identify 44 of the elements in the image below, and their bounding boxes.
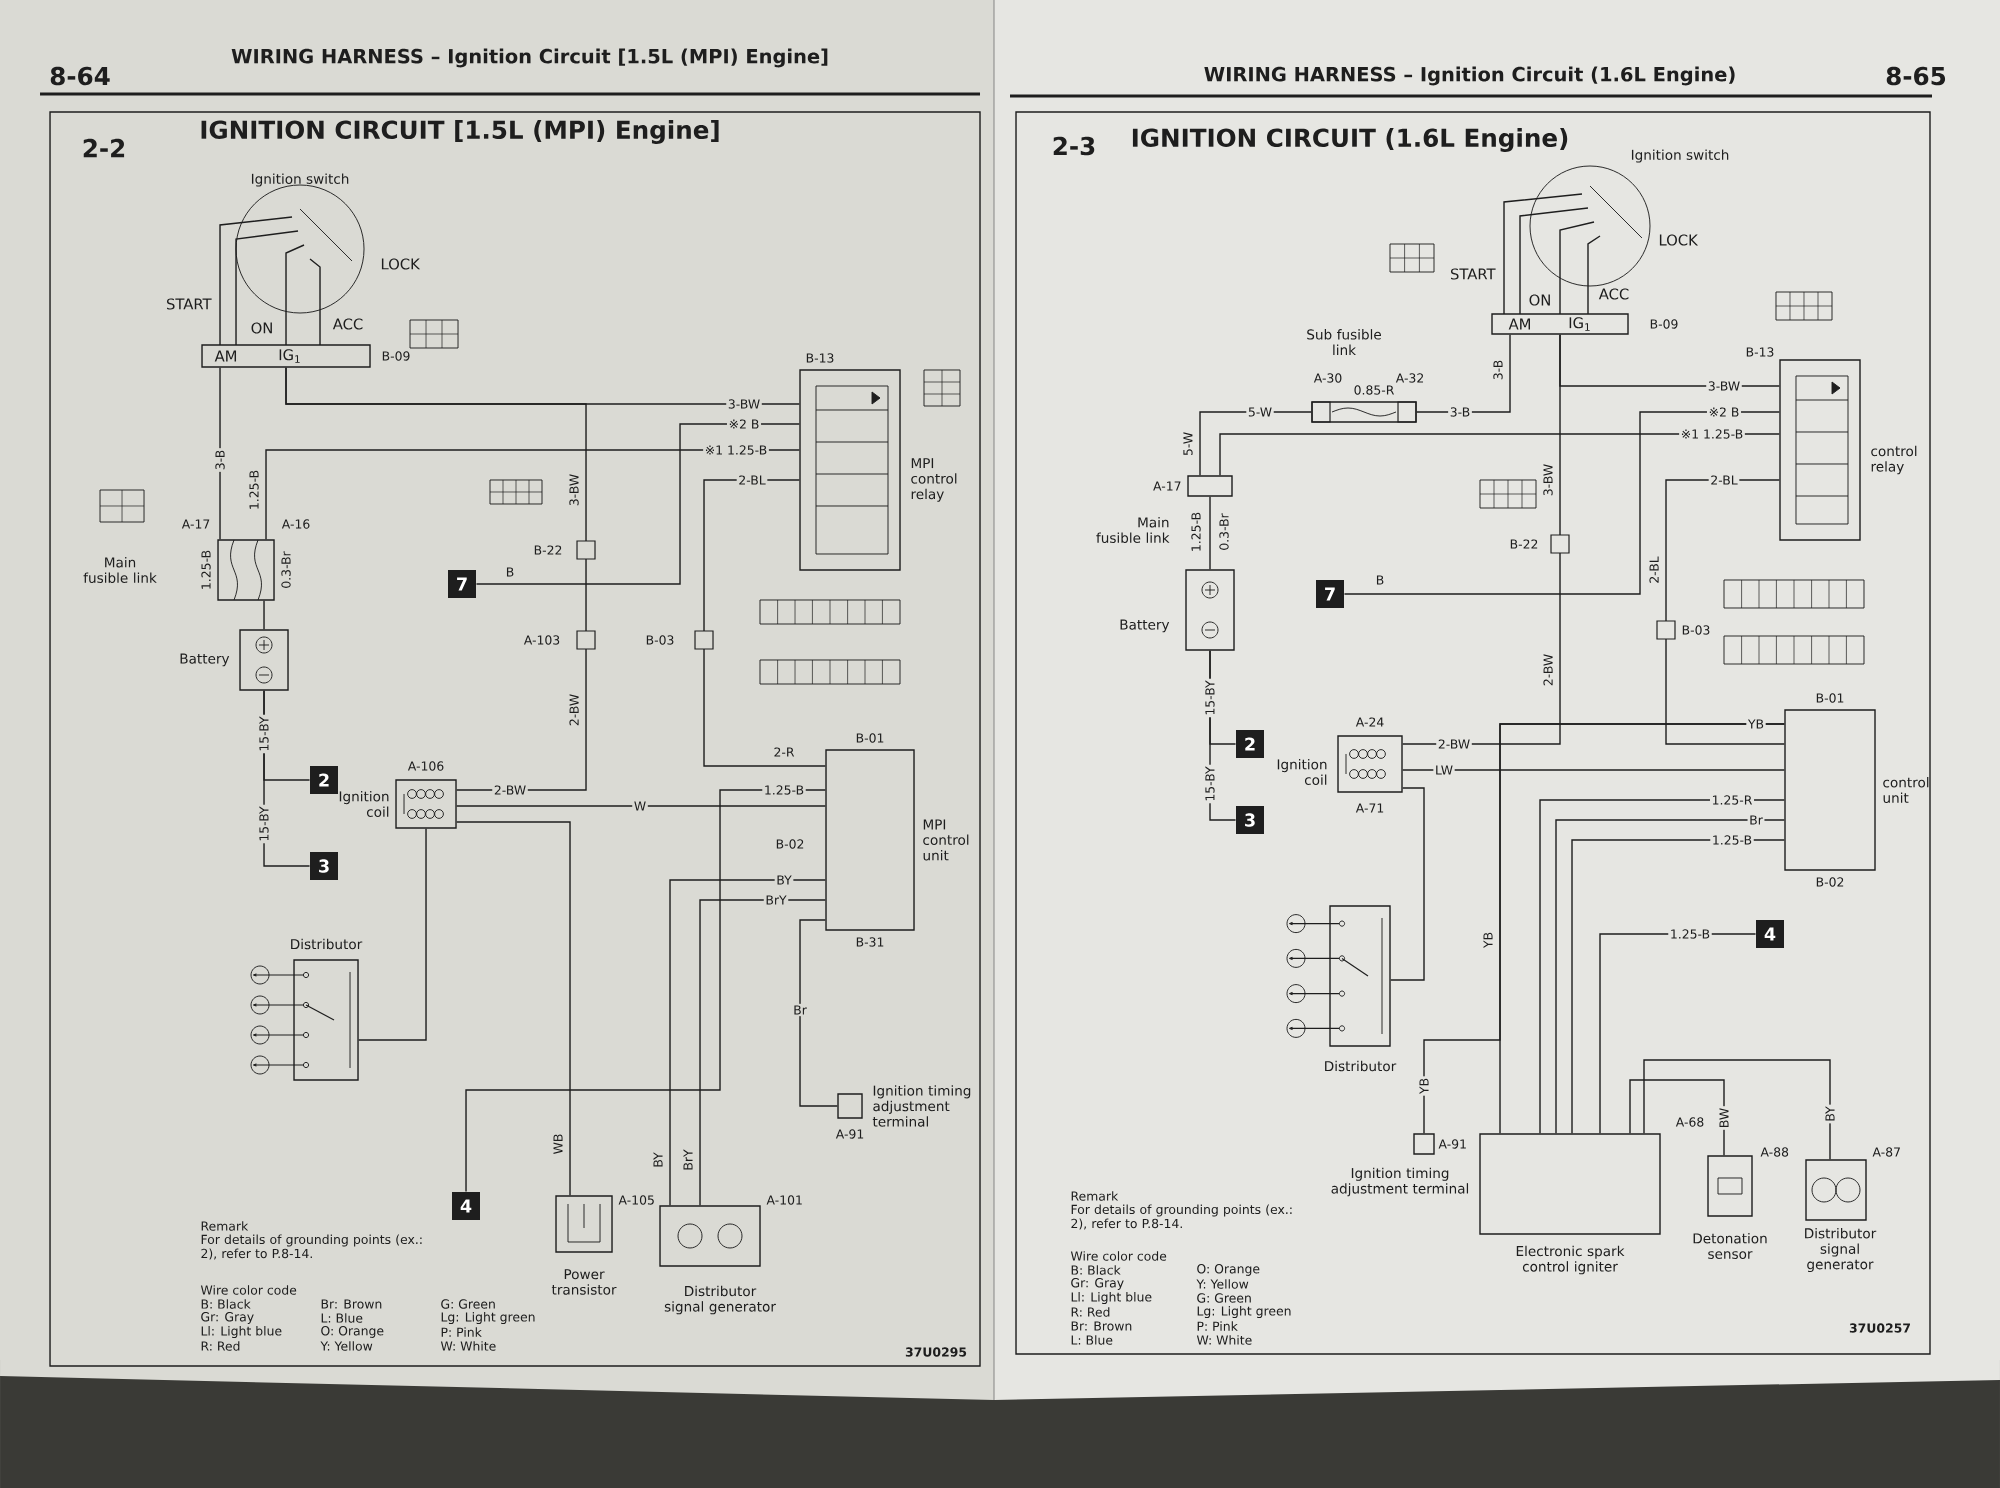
wire	[263, 600, 265, 630]
wire	[475, 423, 800, 585]
wire	[1402, 334, 1561, 745]
ground-number: 4	[1756, 920, 1784, 948]
wire	[465, 789, 826, 1193]
wire	[799, 919, 838, 1107]
running-header: WIRING HARNESS – Ignition Circuit [1.5L (MPI) Engine]	[231, 48, 828, 68]
ground-number: 2	[1236, 730, 1264, 758]
section-title: IGNITION CIRCUIT (1.6L Engine)	[1132, 128, 1568, 152]
wire	[1219, 433, 1780, 476]
wire	[358, 828, 427, 1041]
wire	[263, 690, 311, 867]
wire	[703, 479, 826, 767]
section-number: 2-2	[83, 138, 125, 158]
ground-number: 7	[1316, 580, 1344, 608]
ground-number: 3	[310, 852, 338, 880]
wire	[1416, 334, 1511, 413]
wire	[1402, 769, 1785, 771]
section-number: 2-3	[1053, 136, 1095, 156]
ground-number: 2	[310, 766, 338, 794]
ground-number: 4	[452, 1192, 480, 1220]
wire	[1665, 479, 1785, 745]
section-title: IGNITION CIRCUIT [1.5L (MPI) Engine]	[201, 120, 719, 144]
wire	[265, 449, 800, 540]
wire	[285, 367, 587, 791]
ground-number: 3	[1236, 806, 1264, 834]
wire	[1209, 650, 1237, 821]
wire	[1599, 933, 1757, 1134]
running-header: WIRING HARNESS – Ignition Circuit (1.6L Engine)	[1204, 66, 1735, 86]
wire	[1629, 1079, 1725, 1156]
wire	[1343, 411, 1780, 595]
wire	[1209, 496, 1211, 570]
page-number: 8-64	[50, 66, 110, 86]
wire	[219, 367, 221, 540]
wire	[669, 879, 826, 1206]
page-number: 8-65	[1886, 66, 1946, 86]
ground-number: 7	[448, 570, 476, 598]
wire	[456, 821, 571, 1196]
wire	[1199, 411, 1312, 476]
wire	[1390, 787, 1425, 981]
wire	[1643, 1059, 1831, 1160]
wire	[699, 899, 826, 1206]
wire	[456, 805, 826, 807]
wire	[1423, 723, 1785, 1134]
